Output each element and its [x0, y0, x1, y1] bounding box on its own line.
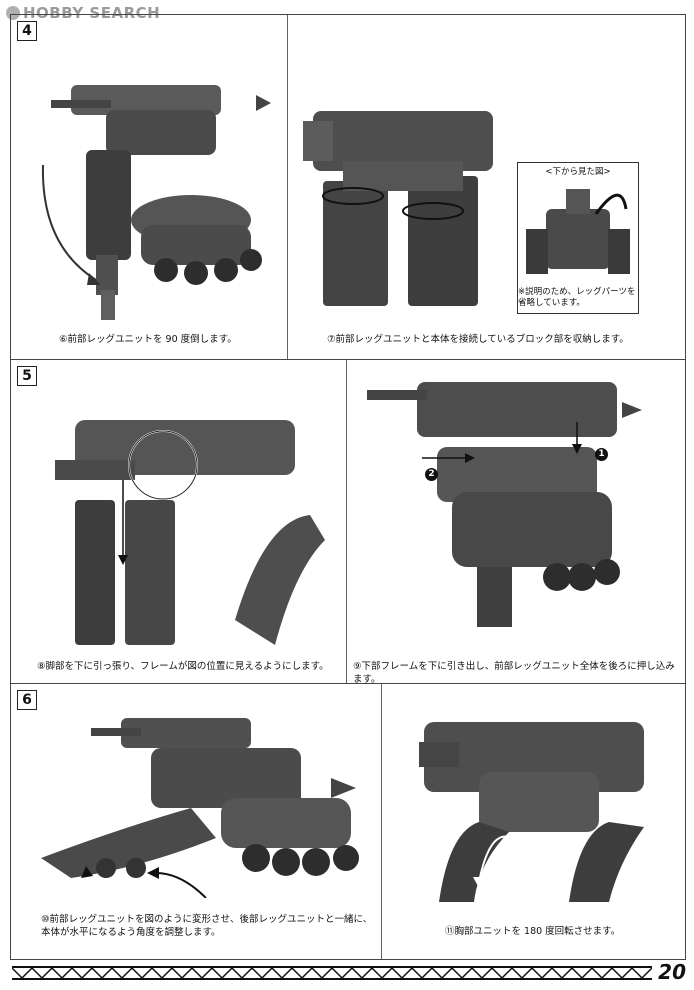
caption-step-7: ⑦前部レッグユニットと本体を接続しているブロック部を収納します。 [327, 334, 629, 345]
step-number: 6 [17, 690, 37, 710]
site-logo-text: HOBBY SEARCH [23, 4, 161, 22]
callout-1: 1 [595, 448, 608, 461]
step-number: 5 [17, 366, 37, 386]
step-4-section: 4 [11, 15, 685, 360]
step-number: 4 [17, 21, 37, 41]
step-5-section: 5 [11, 360, 685, 685]
panel-divider [287, 15, 288, 359]
footer: 20 [0, 960, 694, 990]
logo-mark-icon [6, 6, 20, 20]
assembly-photo-step-11 [419, 722, 644, 902]
caption-step-6: ⑥前部レッグユニットを 90 度倒します。 [59, 334, 237, 345]
site-logo[interactable]: HOBBY SEARCH [6, 4, 160, 22]
assembly-photo-step-9 [367, 382, 642, 627]
assembly-photo-step-6 [41, 85, 271, 320]
instruction-page: 4 [10, 14, 686, 960]
caption-step-10: ⑩前部レッグユニットを図のように変形させ、後部レッグユニットと一緒に、本体が水平… [41, 914, 373, 938]
inset-title: <下から見た図> [545, 167, 611, 177]
caption-step-8: ⑧脚部を下に引っ張り、フレームが図の位置に見えるようにします。 [37, 661, 329, 672]
assembly-photo-step-8 [55, 420, 325, 645]
bottom-view-photo [526, 189, 630, 274]
page-number: 20 [658, 960, 686, 984]
caption-step-11: ⑪胸部ユニットを 180 度回転させます。 [445, 926, 621, 937]
bottom-view-inset: <下から見た図> ※説明のため、レッグパーツを省略しています。 [517, 162, 639, 314]
panel-divider [346, 360, 347, 683]
assembly-photo-step-10 [41, 718, 359, 898]
inset-note: ※説明のため、レッグパーツを省略しています。 [518, 287, 636, 308]
footer-zigzag-border [12, 966, 652, 980]
step-6-section: 6 [11, 684, 685, 959]
panel-divider [381, 684, 382, 959]
assembly-photo-step-7 [303, 111, 493, 306]
caption-step-9: ⑨下部フレームを下に引き出し、前部レッグユニット全体を後ろに押し込みます。 [353, 661, 675, 685]
callout-2: 2 [425, 468, 438, 481]
top-bar: HOBBY SEARCH [0, 0, 694, 28]
